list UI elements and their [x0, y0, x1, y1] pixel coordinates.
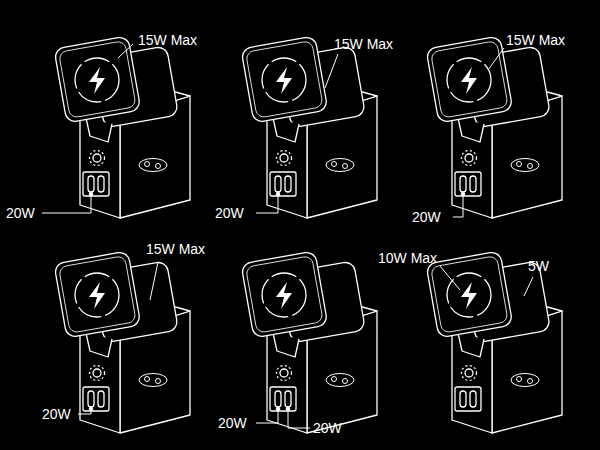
- leader-line: [288, 410, 310, 428]
- leader-line: [524, 277, 533, 296]
- leader-line: [440, 266, 460, 290]
- leader-line: [78, 410, 91, 414]
- power-label: 20W: [218, 415, 247, 431]
- power-label: 20W: [42, 406, 71, 422]
- leader-line: [325, 54, 338, 88]
- charger-figure: [54, 251, 190, 433]
- leader-line: [453, 195, 463, 217]
- power-label: 20W: [215, 205, 244, 221]
- charger-figure: [426, 251, 562, 433]
- leader-line: [42, 195, 91, 213]
- power-label: 15W Max: [506, 32, 565, 48]
- leader-line: [118, 44, 133, 58]
- charger-figure: [241, 251, 377, 433]
- leader-line: [488, 48, 504, 70]
- power-label: 10W Max: [378, 250, 437, 266]
- power-label: 15W Max: [334, 36, 393, 52]
- charger-figure: [241, 36, 377, 218]
- leader-line: [150, 262, 158, 300]
- leader-line: [256, 410, 278, 423]
- power-label: 20W: [313, 420, 342, 436]
- power-label: 15W Max: [146, 241, 205, 257]
- power-label: 5W: [528, 258, 549, 274]
- charger-figure: [54, 36, 190, 218]
- power-label: 15W Max: [138, 32, 197, 48]
- power-label: 20W: [412, 209, 441, 225]
- power-label: 20W: [6, 205, 35, 221]
- leader-line: [256, 195, 278, 213]
- charger-figure: [426, 36, 562, 218]
